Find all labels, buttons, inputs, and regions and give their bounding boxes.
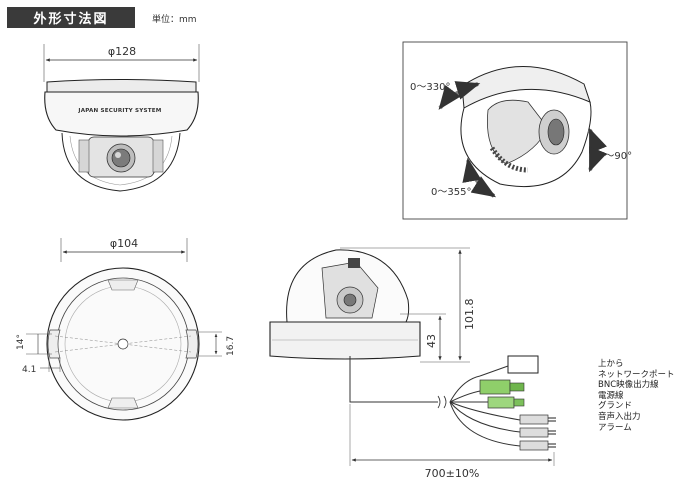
legend-item: 上から (598, 359, 624, 369)
tilt-label: 7～90° (598, 151, 632, 162)
cable-break-mark (437, 395, 447, 409)
terminal-block-3 (519, 440, 549, 451)
front-view: φ128 JAPAN SECURITY SYSTEM (43, 44, 200, 192)
mount-tab-top (107, 279, 139, 291)
mount-tab-bottom (107, 397, 139, 409)
hole-spacing-label: 16.7 (226, 336, 236, 356)
front-bracket-left (78, 139, 90, 173)
page-title: 外形寸法図 (7, 7, 135, 28)
front-lens (111, 148, 131, 168)
rotation-gear-teeth (489, 146, 529, 173)
front-dome-inner (69, 135, 173, 186)
rotate-arrow (462, 157, 497, 198)
front-width-label: φ128 (108, 45, 136, 58)
hole-offset-label: 4.1 (22, 365, 36, 375)
rotation-dome (460, 101, 592, 188)
hole-guide-a (54, 335, 192, 353)
wire-alarm (449, 401, 521, 447)
terminal-block-1 (519, 414, 549, 425)
rj45-connector (507, 355, 539, 374)
wire-network (449, 375, 481, 403)
angle-label: 14° (16, 334, 26, 350)
power-connector (487, 396, 515, 409)
front-dome (61, 132, 181, 192)
bnc-tip (509, 382, 525, 392)
terminal-block-2 (519, 427, 549, 438)
pan-arrow (438, 81, 481, 110)
base-height-label: 43 (425, 334, 438, 348)
cable-length-label: 700±10% (425, 467, 480, 480)
bottom-width-label: φ104 (110, 237, 138, 250)
side-view: 101.8 43 700±10% (269, 247, 556, 480)
legend-item: ネットワークポート (598, 369, 675, 380)
side-cable (349, 356, 438, 403)
front-top-cap (46, 79, 197, 93)
mount-slot-right (185, 329, 199, 359)
rotation-lens (547, 118, 565, 146)
front-bracket-right (152, 139, 164, 173)
side-base (269, 321, 421, 360)
front-lens-glare (115, 152, 121, 158)
rotate-label: 0～355° (431, 187, 471, 198)
side-lens (343, 293, 357, 307)
legend-item: 音声入出力 (598, 411, 641, 422)
legend-item: グランド (598, 401, 633, 412)
hole-guide-b (54, 335, 192, 353)
height-label: 101.8 (463, 299, 476, 331)
tilt-arrow (588, 127, 607, 173)
bottom-view: φ104 14° 4.1 16.7 (16, 237, 236, 421)
rj45-lead (479, 365, 509, 377)
rotation-gimbal (487, 99, 549, 165)
wire-audio (449, 401, 521, 433)
rotation-view: 0～330° 7～90° 0～355° (402, 41, 632, 220)
wire-ground (449, 401, 521, 421)
front-housing (44, 91, 199, 137)
legend-item: アラーム (598, 422, 632, 433)
front-brand-text: JAPAN SECURITY SYSTEM (77, 108, 161, 114)
terminal-pins (548, 417, 556, 448)
power-tip (513, 398, 525, 407)
side-screw-top (348, 258, 360, 268)
legend-item: BNC映像出力線 (598, 380, 659, 391)
legend-item: 電源線 (598, 390, 624, 401)
bottom-center-hole (117, 338, 129, 350)
bnc-connector (479, 379, 511, 395)
unit-label: 単位：mm (152, 15, 197, 25)
cable-legend: 上から ネットワークポート BNC映像出力線 電源線 グランド 音声入出力 アラ… (598, 359, 675, 433)
pan-label: 0～330° (410, 82, 450, 93)
